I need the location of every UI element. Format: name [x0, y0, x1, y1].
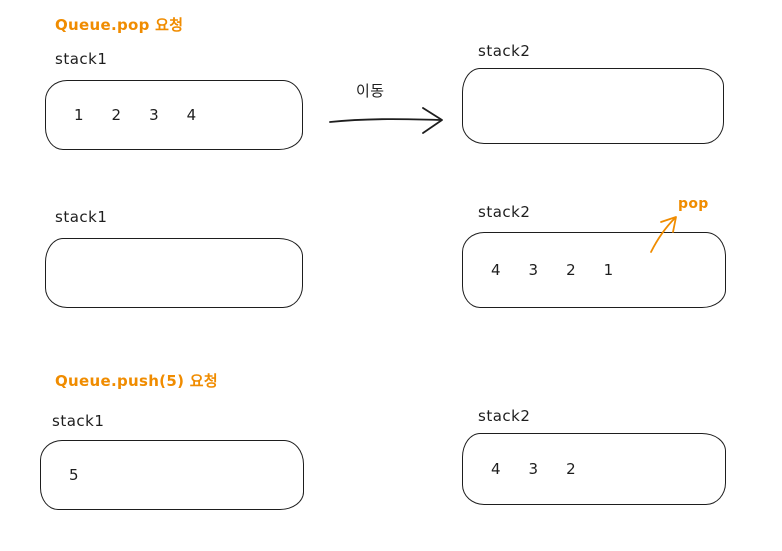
- pop-arrow-icon: [650, 216, 677, 253]
- row2-stack2-box: 4 3 2 1: [462, 232, 726, 308]
- stack-item: 5: [69, 466, 79, 484]
- row3-stack2-label: stack2: [478, 407, 531, 425]
- row2-stack1-label: stack1: [55, 208, 108, 226]
- stack-item: 2: [566, 460, 576, 478]
- row1-stack2-box: [462, 68, 724, 144]
- move-arrow-label: 이동: [356, 82, 385, 100]
- stack-item: 4: [491, 261, 501, 279]
- row1-stack2-label: stack2: [478, 42, 531, 60]
- stack-item: 4: [491, 460, 501, 478]
- stack-item: 3: [528, 261, 539, 279]
- move-arrow-icon: [329, 107, 443, 134]
- pop-request-title: Queue.pop 요청: [55, 16, 184, 34]
- stack-item: 3: [528, 460, 539, 478]
- stack-item: 2: [566, 261, 576, 279]
- row2-stack1-box: [45, 238, 303, 308]
- stack-item: 3: [149, 106, 159, 124]
- row3-stack2-box: 4 3 2: [462, 433, 726, 505]
- stack-item: 2: [111, 106, 122, 124]
- stack-item: 4: [186, 106, 197, 124]
- row3-stack1-box: 5: [40, 440, 304, 510]
- stack-item: 1: [603, 261, 614, 279]
- push-request-title: Queue.push(5) 요청: [55, 372, 218, 390]
- row1-stack1-label: stack1: [55, 50, 108, 68]
- stack-item: 1: [74, 106, 84, 124]
- pop-action-label: pop: [678, 196, 709, 212]
- row2-stack2-label: stack2: [478, 203, 531, 221]
- row3-stack1-label: stack1: [52, 412, 105, 430]
- row1-stack1-box: 1 2 3 4: [45, 80, 303, 150]
